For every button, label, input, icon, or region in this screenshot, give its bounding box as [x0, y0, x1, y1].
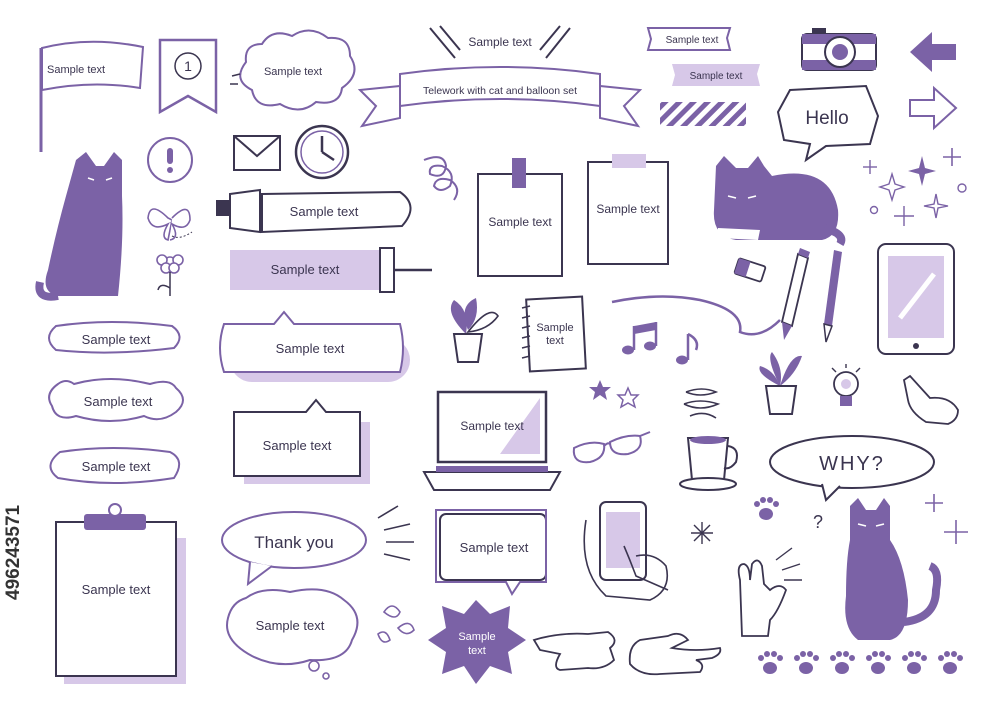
- square-bubble-2: [435, 509, 547, 596]
- envelope-icon: [233, 135, 281, 171]
- star-icon: [589, 380, 640, 409]
- sparkle-icon: [691, 522, 713, 544]
- cloud-bubble-icon: [230, 29, 356, 111]
- tablet-icon: [877, 243, 955, 355]
- washi-tape-label-2: Sample text: [690, 71, 743, 82]
- pointing-hand-icon: [902, 374, 959, 425]
- stock-id-watermark: 496243571: [3, 504, 24, 600]
- sparkle-icon: [925, 494, 968, 544]
- number-badge-icon: [158, 38, 218, 115]
- cloud-bubble-label: Sample text: [264, 66, 322, 78]
- splash-icon: [377, 605, 415, 643]
- ribbon-top-label: Sample text: [468, 35, 532, 49]
- memo-1-label: Sample text: [488, 215, 552, 229]
- laptop-icon: [422, 390, 562, 491]
- coffee-cup-icon: [679, 436, 738, 491]
- question-mark-text: ?: [813, 512, 823, 532]
- plant-icon: [759, 352, 802, 415]
- flag-icon: [39, 40, 145, 152]
- ribbon-banner-icon: [357, 25, 643, 128]
- starburst-badge: [428, 600, 526, 684]
- paw-icon: [794, 651, 819, 674]
- paint-roller-label: Sample text: [271, 262, 340, 277]
- clock-icon: [294, 124, 350, 180]
- exclamation-bubble-icon: [147, 137, 193, 183]
- stock-id-text: 496243571: [3, 504, 24, 600]
- laptop-screen-label: Sample text: [460, 419, 524, 433]
- memo-paper-icon: [477, 154, 669, 277]
- flag-label: Sample text: [47, 64, 105, 76]
- starburst-label-2: text: [468, 645, 486, 657]
- paint-roller-icon: [230, 247, 432, 293]
- paw-icon: [866, 651, 891, 674]
- hello-text: Hello: [805, 108, 848, 129]
- rounded-bubble-1: [219, 310, 410, 382]
- pencil-icon: [780, 248, 810, 340]
- scallop-frame-3: [49, 447, 181, 484]
- square-bubble-1: [233, 398, 370, 484]
- notebook-icon: [521, 295, 587, 373]
- right-arrow-icon: [909, 85, 958, 131]
- eraser-icon: [733, 257, 767, 283]
- memo-2-label: Sample text: [596, 202, 660, 216]
- sitting-cat-icon: [845, 498, 942, 640]
- cloud-bubble-2: [226, 588, 359, 680]
- badge-number: 1: [184, 58, 192, 74]
- smartphone-icon: [583, 501, 669, 601]
- sitting-cat-icon: [35, 152, 123, 301]
- scallop-frame-2: [48, 378, 184, 422]
- cord-line: [611, 295, 781, 336]
- hello-bubble: [776, 84, 880, 163]
- square-bubble-1-label: Sample text: [263, 438, 332, 453]
- paw-icon: [754, 497, 779, 520]
- washi-tape-label-1: Sample text: [666, 35, 719, 46]
- lying-cat-icon: [713, 156, 846, 247]
- thank-you-bubble: [221, 505, 414, 587]
- clipboard-label: Sample text: [82, 582, 151, 597]
- spring-icon: [423, 156, 459, 201]
- music-note-icon: [622, 322, 699, 365]
- flower-icon: [156, 254, 184, 296]
- paw-icon: [902, 651, 927, 674]
- rounded-bubble-1-label: Sample text: [276, 341, 345, 356]
- why-text: WHY?: [819, 453, 885, 475]
- thank-you-text: Thank you: [254, 533, 333, 552]
- ribbon-title: Telework with cat and balloon set: [423, 85, 577, 97]
- hand-icon: [737, 547, 802, 637]
- steam-icon: [683, 388, 721, 419]
- pointing-hand-icon: [532, 631, 722, 676]
- butterfly-icon: [147, 208, 193, 241]
- lightbulb-icon: [831, 364, 861, 406]
- scallop-frame-3-label: Sample text: [82, 459, 151, 474]
- paw-icon: [830, 651, 855, 674]
- highlighter-icon: [216, 188, 412, 234]
- glasses-icon: [572, 431, 651, 464]
- paw-icon: [758, 651, 783, 674]
- why-bubble: [769, 435, 935, 502]
- left-arrow-icon: [910, 32, 956, 72]
- scallop-frame-1: [48, 321, 181, 354]
- notebook-label-2: text: [546, 335, 564, 347]
- cloud-bubble-2-label: Sample text: [256, 618, 325, 633]
- notebook-label: Sample: [536, 322, 573, 334]
- scallop-frame-2-label: Sample text: [84, 394, 153, 409]
- paw-icon: [938, 651, 963, 674]
- washi-tape-icon: [646, 27, 760, 126]
- clipboard-icon: [55, 503, 186, 684]
- camera-icon: [801, 28, 877, 71]
- starburst-label: Sample: [458, 631, 495, 643]
- highlighter-label: Sample text: [290, 204, 359, 219]
- scallop-frame-1-label: Sample text: [82, 332, 151, 347]
- square-bubble-2-label: Sample text: [460, 540, 529, 555]
- pen-icon: [823, 250, 842, 343]
- plant-icon: [450, 298, 499, 363]
- sparkle-icon: [863, 148, 967, 226]
- paw-row: [758, 651, 963, 674]
